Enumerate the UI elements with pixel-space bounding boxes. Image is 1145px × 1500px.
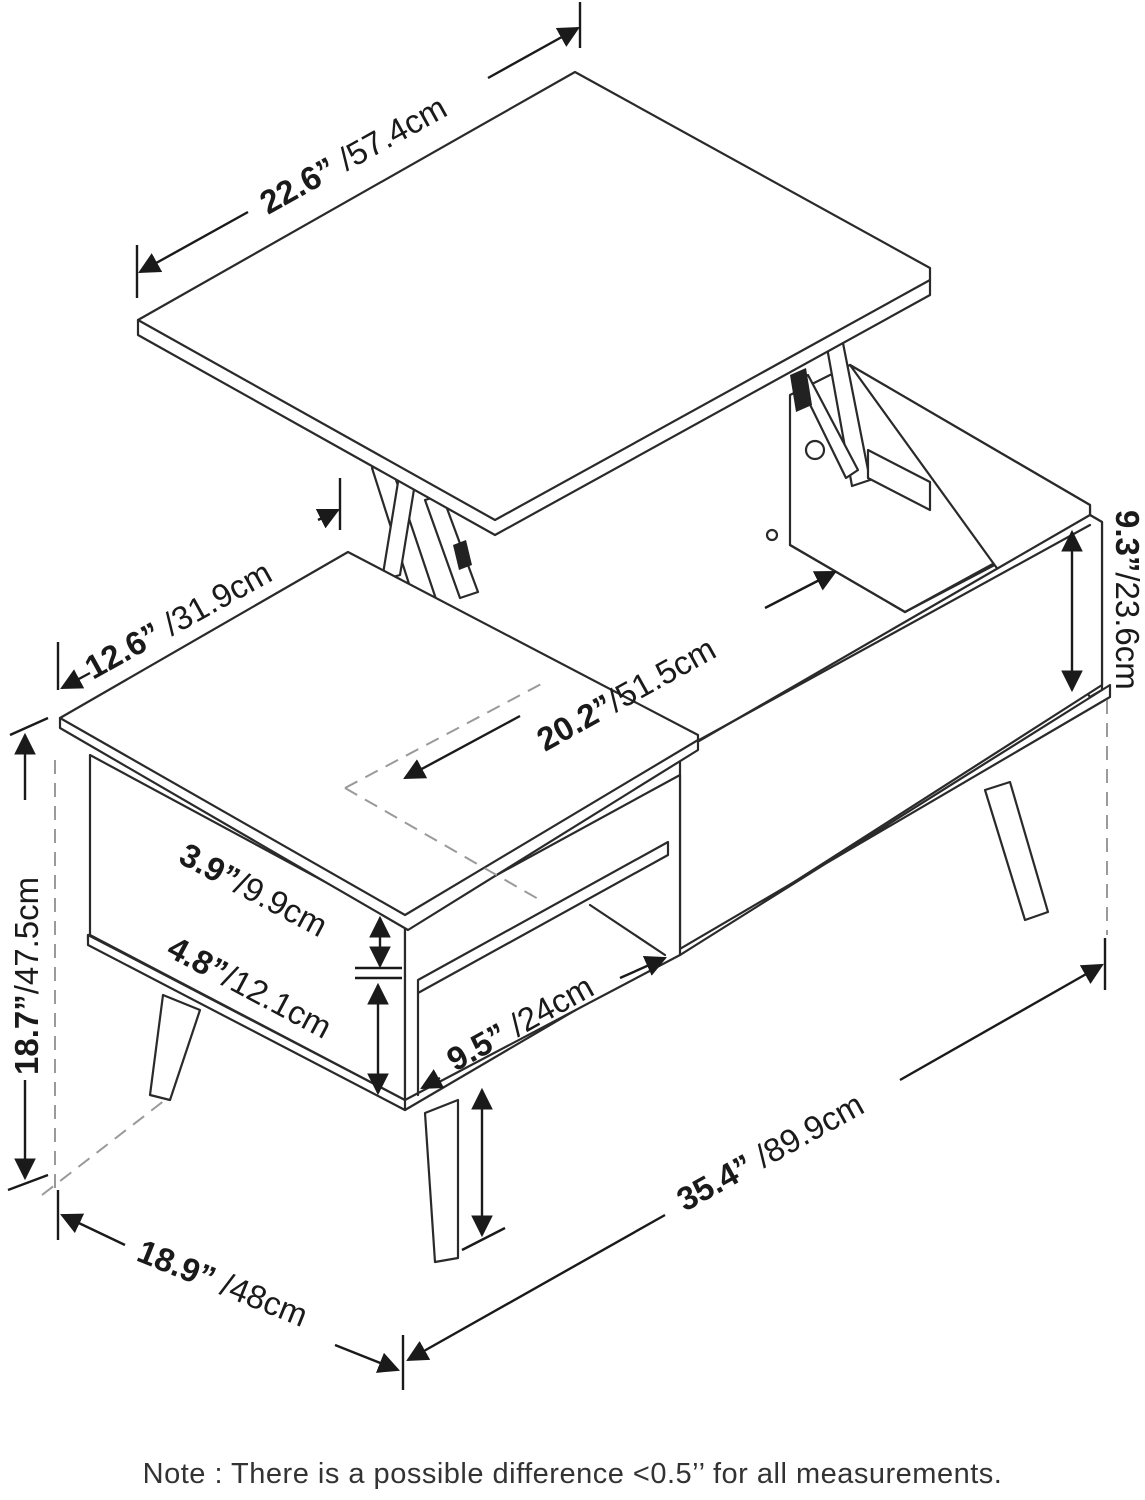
middle-shelf	[416, 840, 670, 995]
lift-top	[136, 70, 932, 537]
leg-back-right	[983, 780, 1050, 922]
leg-back-left	[148, 993, 202, 1102]
guide-lines	[41, 681, 1108, 1196]
screw-icon	[765, 528, 779, 542]
dim-overall-depth: 18.9” /48cm	[132, 1232, 313, 1334]
gas-spring-icon	[790, 368, 812, 412]
dimension-lines	[7, 2, 1107, 1390]
leg-front-left	[423, 1098, 460, 1264]
dim-overall-width: 35.4” /89.9cm	[670, 1085, 869, 1218]
dim-storage-height: 9.3”/23.6cm	[1109, 510, 1145, 690]
measurement-note: Note : There is a possible difference <0…	[142, 1458, 1003, 1490]
table-body	[86, 363, 1112, 1264]
hinge-bracket	[866, 448, 932, 512]
dim-overall-height: 18.7”/47.5cm	[8, 877, 45, 1075]
open-shelf	[403, 773, 682, 1102]
